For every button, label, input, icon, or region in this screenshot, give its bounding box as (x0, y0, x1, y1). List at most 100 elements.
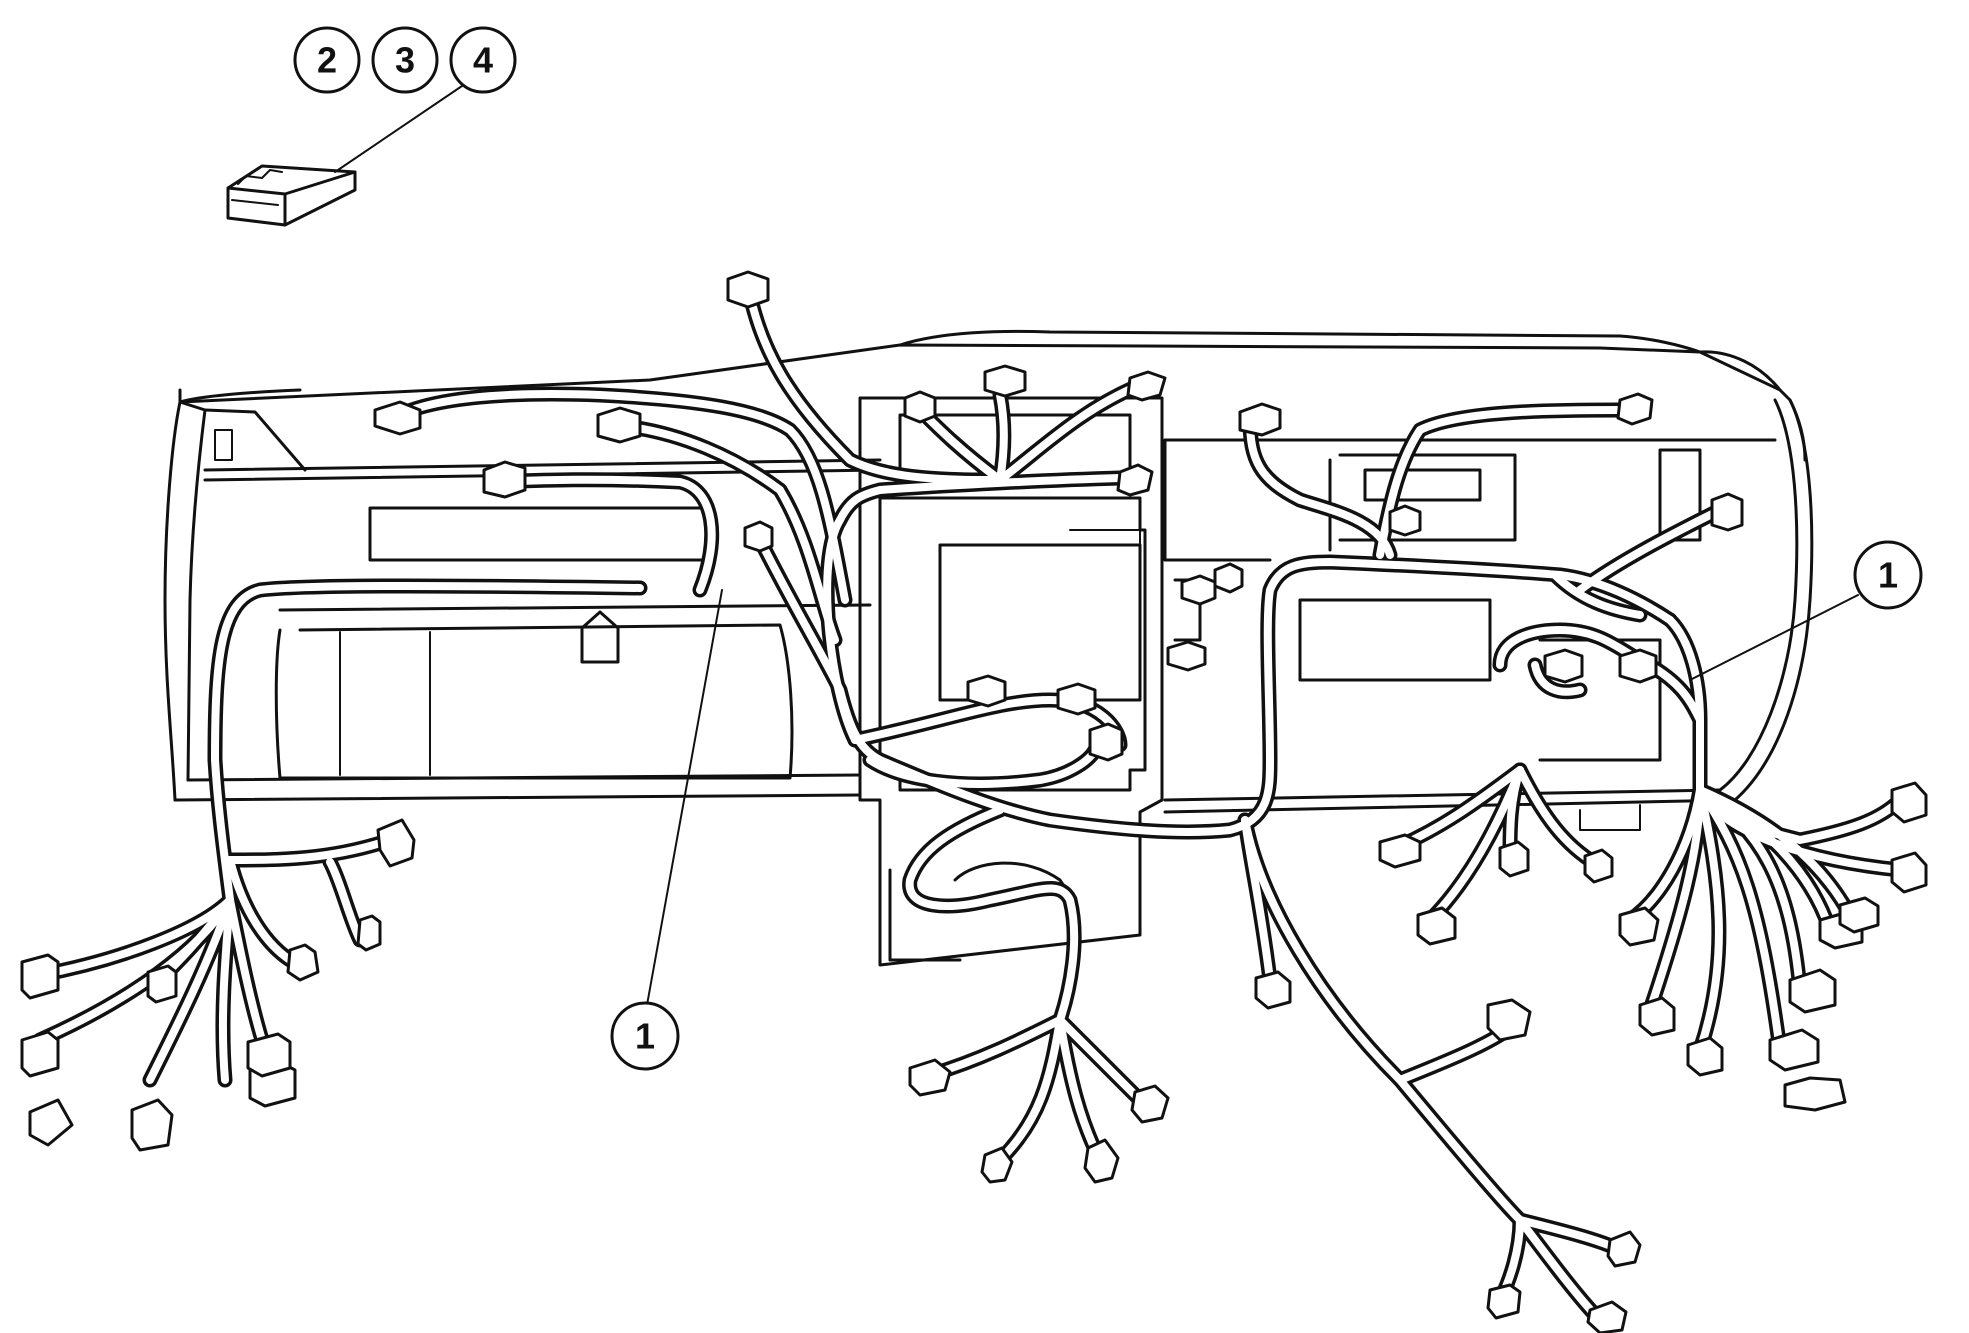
harness-wire-fill (1646, 786, 1704, 1014)
connector (146, 964, 178, 1004)
connector (1130, 1084, 1170, 1124)
harness-wire-fill (146, 896, 234, 1084)
harness-wire-fill (1241, 816, 1274, 984)
callout-2: 2 (317, 40, 337, 81)
connector (1710, 492, 1744, 532)
harness-wire-fill (996, 391, 1008, 484)
leader-line (646, 589, 723, 1006)
connector (373, 400, 422, 436)
connector (1686, 1036, 1724, 1077)
connector (1543, 648, 1584, 684)
harness-wire-fill (1516, 766, 1594, 864)
harness-wire-fill (1263, 558, 1674, 764)
harness-wire-fill (996, 1016, 1064, 1164)
connector (1213, 562, 1244, 594)
wiring-harness (32, 277, 1908, 1328)
harness-wire-fill (996, 381, 1144, 484)
connectors (20, 270, 1928, 1333)
harness-wire-fill (1696, 786, 1784, 1054)
connector (1498, 840, 1530, 878)
connector (1126, 370, 1167, 402)
connector (743, 520, 774, 553)
harness-wire-fill (866, 746, 1099, 788)
harness-wire-fill (1246, 416, 1394, 559)
harness-wire-fill (926, 1016, 1064, 1079)
harness-wire-fill (211, 581, 644, 904)
connector (376, 818, 416, 868)
harness-wire-fill (608, 421, 839, 644)
connector (1788, 968, 1837, 1014)
callout-3: 3 (395, 40, 415, 81)
harness-wire-fill (1551, 571, 1644, 619)
connector (1618, 906, 1660, 947)
connector (726, 270, 770, 309)
connector (20, 953, 60, 1000)
connector (1378, 833, 1422, 869)
connector (286, 943, 320, 982)
callout-harness-left: 1 (610, 589, 723, 1071)
connector (1890, 781, 1928, 824)
harness-wire-fill (1376, 406, 1624, 559)
connector (1056, 682, 1097, 716)
harness-wire (482, 472, 720, 598)
connector (1083, 1138, 1120, 1184)
harness-wire-fill (905, 806, 1079, 1024)
harness-wire-fill (386, 390, 849, 604)
callout-group-2-3-4: 2 3 4 (293, 26, 517, 173)
connector (1616, 392, 1654, 426)
connector (1606, 1230, 1642, 1268)
callout-1-left: 1 (635, 1016, 655, 1057)
harness-wire-fill (218, 896, 234, 1084)
connector (356, 914, 382, 952)
harness-wire-fill (1531, 661, 1584, 696)
connector (980, 1146, 1014, 1184)
harness-wire-fill (1496, 626, 1704, 724)
connector (1486, 1283, 1522, 1320)
wire-fills (36, 281, 1904, 1324)
harness-wire-fill (916, 406, 1004, 484)
harness-wire-fill (1696, 786, 1723, 1054)
connector (1618, 648, 1658, 684)
connector (908, 1058, 952, 1097)
connector (130, 1098, 174, 1152)
harness-wire-fill (744, 281, 1004, 484)
harness-wire (1237, 812, 1528, 1228)
connector (1238, 402, 1282, 437)
connector (1416, 906, 1457, 946)
harness-wire-fill (823, 474, 1124, 744)
callout-1-right: 1 (1878, 555, 1898, 596)
callout-harness-right: 1 (1689, 540, 1923, 681)
connector (903, 390, 937, 424)
harness-wire-fill (1696, 786, 1854, 919)
connector (1254, 970, 1292, 1010)
connector (596, 406, 642, 444)
connector (1166, 640, 1207, 672)
connector (1583, 848, 1614, 884)
connector (1486, 998, 1532, 1042)
connector (1388, 504, 1422, 537)
connector (966, 674, 1007, 708)
connector (983, 364, 1027, 398)
harness-wire-fill (226, 836, 394, 864)
connector (1838, 896, 1880, 934)
connector (1638, 996, 1676, 1037)
leader-line (334, 85, 463, 173)
harness-wire-fill (226, 856, 294, 964)
fuse-module (226, 164, 357, 227)
harness-wire-fill (756, 536, 1274, 836)
connector (1768, 1028, 1820, 1072)
connector (482, 460, 527, 499)
harness-wire-fill (326, 858, 364, 944)
connector (1088, 722, 1124, 762)
connector (20, 1030, 60, 1078)
harness-wire-fill (1576, 506, 1724, 594)
connector (1116, 463, 1154, 497)
connector (28, 1098, 74, 1147)
instrument-panel (163, 329, 1814, 967)
callout-4: 4 (473, 40, 493, 81)
connector (1890, 851, 1928, 894)
connector (1783, 1076, 1847, 1112)
connector (246, 1032, 292, 1078)
connector (1180, 574, 1217, 606)
